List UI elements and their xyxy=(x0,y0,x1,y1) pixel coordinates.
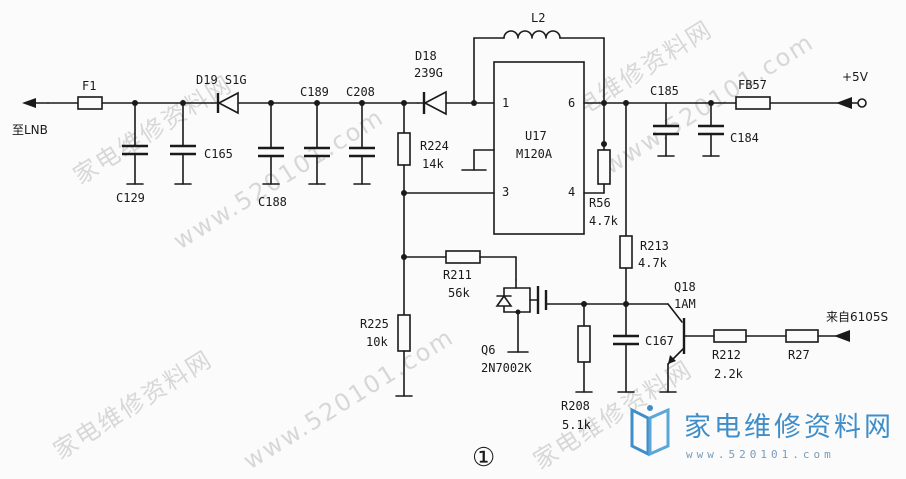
mosfet-Q6: Q6 2N7002K xyxy=(481,279,627,375)
FB57-label: FB57 xyxy=(738,78,767,92)
supply-rail-nodes xyxy=(601,100,629,106)
lnb-label: 至LNB xyxy=(12,123,48,137)
Q18-ref-label: Q18 xyxy=(674,280,696,294)
ic-part-label: M120A xyxy=(516,147,553,161)
C184-label: C184 xyxy=(730,131,759,145)
resistor-R225: R225 10k xyxy=(360,314,413,397)
R213-ref-label: R213 xyxy=(640,239,669,253)
D19-label: D19 S1G xyxy=(196,73,247,87)
supply-input: +5V xyxy=(836,70,869,109)
supply-label: +5V xyxy=(842,70,869,84)
C165-label: C165 xyxy=(204,147,233,161)
resistor-R208: R208 5.1k xyxy=(561,301,593,432)
F1-label: F1 xyxy=(82,79,96,93)
control-input-label: 来自6105S xyxy=(826,310,888,324)
ic-pin4: 4 xyxy=(568,185,575,199)
C188-label: C188 xyxy=(258,195,287,209)
D18-value-label: 239G xyxy=(414,66,443,80)
C167-label: C167 xyxy=(645,334,674,348)
lnb-output-arrow: 至LNB xyxy=(12,98,49,137)
ic-U17: 1 3 6 4 U17 M120A xyxy=(493,61,605,235)
C189-label: C189 xyxy=(300,85,329,99)
R225-ref-label: R225 xyxy=(360,317,389,331)
R224-ref-label: R224 xyxy=(420,139,449,153)
ferrite-FB57: FB57 xyxy=(735,78,771,110)
R212-ref-label: R212 xyxy=(712,348,741,362)
feedback-node-wires xyxy=(401,190,495,316)
R213-value-label: 4.7k xyxy=(638,256,668,270)
capacitor-C208: C208 xyxy=(346,85,375,185)
resistor-R211: R211 56k xyxy=(403,250,517,300)
Q6-ref-label: Q6 xyxy=(481,343,495,357)
resistor-R27: R27 来自6105S xyxy=(785,310,888,362)
R56-ref-label: R56 xyxy=(589,196,611,210)
ic-pin6: 6 xyxy=(568,96,575,110)
R27-label: R27 xyxy=(788,348,810,362)
ic-ref-label: U17 xyxy=(525,129,547,143)
R225-value-label: 10k xyxy=(366,335,388,349)
resistor-R56: R56 4.7k xyxy=(583,102,619,228)
capacitor-C185: C185 xyxy=(650,84,679,157)
capacitor-C129: C129 xyxy=(116,100,148,205)
watermark-url: www.520101.com xyxy=(238,323,459,475)
diode-D19: D19 S1G xyxy=(196,73,247,115)
R212-value-label: 2.2k xyxy=(714,367,744,381)
ic-ground-stub xyxy=(461,149,495,171)
watermark-text: 家电维修资料网 xyxy=(528,355,697,475)
capacitor-C188: C188 xyxy=(258,100,287,209)
fuse-F1: F1 xyxy=(77,79,103,110)
inductor-L2: L2 xyxy=(471,11,605,106)
D18-ref-label: D18 xyxy=(415,49,437,63)
ic-pin3: 3 xyxy=(502,185,509,199)
ic-pin1: 1 xyxy=(502,96,509,110)
R56-value-label: 4.7k xyxy=(589,214,619,228)
L2-label: L2 xyxy=(531,11,545,25)
C185-label: C185 xyxy=(650,84,679,98)
resistor-R212: R212 2.2k xyxy=(712,329,787,381)
figure-label: ① xyxy=(472,443,495,473)
site-logo: 家电维修资料网 www.520101.com xyxy=(630,405,894,461)
Q18-value-label: 1AM xyxy=(674,297,696,311)
capacitor-C189: C189 xyxy=(300,85,330,185)
Q6-value-label: 2N7002K xyxy=(481,361,532,375)
watermark-url: www.520101.com xyxy=(168,103,389,255)
R208-ref-label: R208 xyxy=(561,399,590,413)
C129-label: C129 xyxy=(116,191,145,205)
C208-label: C208 xyxy=(346,85,375,99)
R224-value-label: 14k xyxy=(422,157,444,171)
watermark-text: 家电维修资料网 xyxy=(48,345,217,465)
watermark-layer: 家电维修资料网 www.520101.com www.520101.com 家电… xyxy=(48,15,819,475)
R211-ref-label: R211 xyxy=(443,268,472,282)
capacitor-C184: C184 xyxy=(698,100,759,157)
logo-url: www.520101.com xyxy=(686,448,835,461)
resistor-R213: R213 4.7k xyxy=(619,102,669,337)
R208-value-label: 5.1k xyxy=(562,418,592,432)
capacitor-C167: C167 xyxy=(613,334,674,393)
capacitor-C165: C165 xyxy=(170,100,233,185)
R211-value-label: 56k xyxy=(448,286,470,300)
diode-D18: D18 239G xyxy=(401,49,447,116)
resistor-R224: R224 14k xyxy=(397,102,449,194)
transistor-Q18: Q18 1AM xyxy=(625,280,715,393)
logo-text: 家电维修资料网 xyxy=(684,412,894,443)
